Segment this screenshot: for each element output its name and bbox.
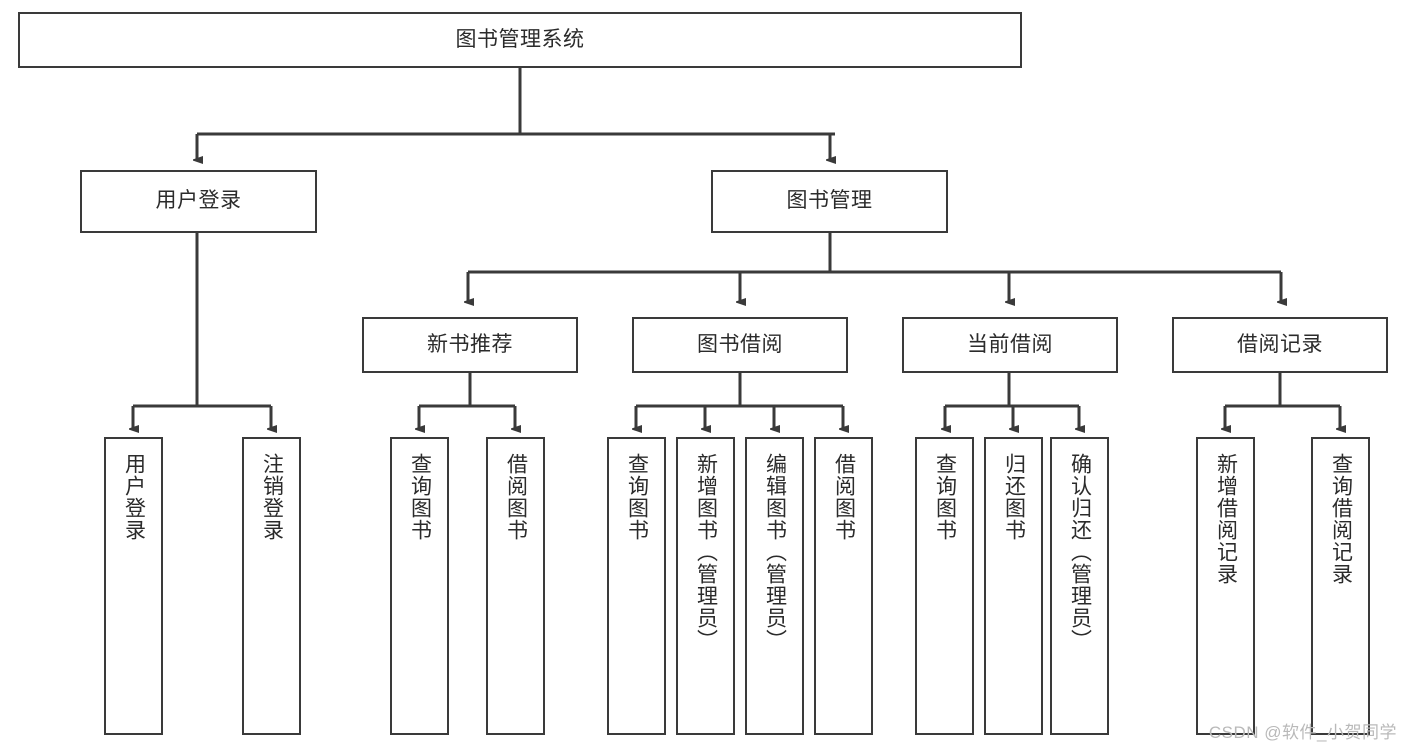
node-leaf-query-book-1-label: 查询图书 [408,453,432,541]
node-leaf-edit-book-label: 编辑图书（管理员） [763,453,787,651]
node-leaf-query-book-3-label: 查询图书 [933,453,957,541]
node-book-borrow-label: 图书借阅 [697,332,783,356]
node-book-manage[interactable]: 图书管理 [711,170,948,233]
node-leaf-return-book[interactable]: 归还图书 [984,437,1043,735]
node-user-login-label: 用户登录 [155,189,242,213]
watermark: CSDN @软件_小贺同学 [1208,723,1397,742]
node-leaf-edit-book[interactable]: 编辑图书（管理员） [745,437,804,735]
node-leaf-logout-login-label: 注销登录 [260,453,284,541]
node-book-manage-label: 图书管理 [786,189,873,213]
node-current-borrow-label: 当前借阅 [967,332,1053,356]
node-leaf-query-book-2[interactable]: 查询图书 [607,437,666,735]
node-leaf-add-record-label: 新增借阅记录 [1214,453,1238,585]
node-user-login[interactable]: 用户登录 [80,170,317,233]
node-borrow-record[interactable]: 借阅记录 [1172,317,1388,373]
node-leaf-query-book-1[interactable]: 查询图书 [390,437,449,735]
node-leaf-borrow-book-2-label: 借阅图书 [832,453,856,541]
node-root-label: 图书管理系统 [455,27,585,51]
node-current-borrow[interactable]: 当前借阅 [902,317,1118,373]
node-leaf-add-record[interactable]: 新增借阅记录 [1196,437,1255,735]
node-leaf-add-book[interactable]: 新增图书（管理员） [676,437,735,735]
node-leaf-confirm-return-label: 确认归还（管理员） [1068,453,1092,651]
node-root[interactable]: 图书管理系统 [18,12,1022,68]
node-leaf-logout-login[interactable]: 注销登录 [242,437,301,735]
node-leaf-borrow-book-1-label: 借阅图书 [504,453,528,541]
node-leaf-query-record[interactable]: 查询借阅记录 [1311,437,1370,735]
node-new-book-recommend[interactable]: 新书推荐 [362,317,578,373]
node-book-borrow[interactable]: 图书借阅 [632,317,848,373]
node-leaf-query-book-3[interactable]: 查询图书 [915,437,974,735]
node-leaf-borrow-book-2[interactable]: 借阅图书 [814,437,873,735]
node-leaf-user-login-label: 用户登录 [122,453,146,541]
node-leaf-query-record-label: 查询借阅记录 [1329,453,1353,585]
node-new-book-recommend-label: 新书推荐 [427,332,513,356]
node-leaf-query-book-2-label: 查询图书 [625,453,649,541]
node-borrow-record-label: 借阅记录 [1237,332,1323,356]
node-leaf-return-book-label: 归还图书 [1002,453,1026,541]
node-leaf-borrow-book-1[interactable]: 借阅图书 [486,437,545,735]
node-leaf-add-book-label: 新增图书（管理员） [694,453,718,651]
node-leaf-confirm-return[interactable]: 确认归还（管理员） [1050,437,1109,735]
node-leaf-user-login[interactable]: 用户登录 [104,437,163,735]
